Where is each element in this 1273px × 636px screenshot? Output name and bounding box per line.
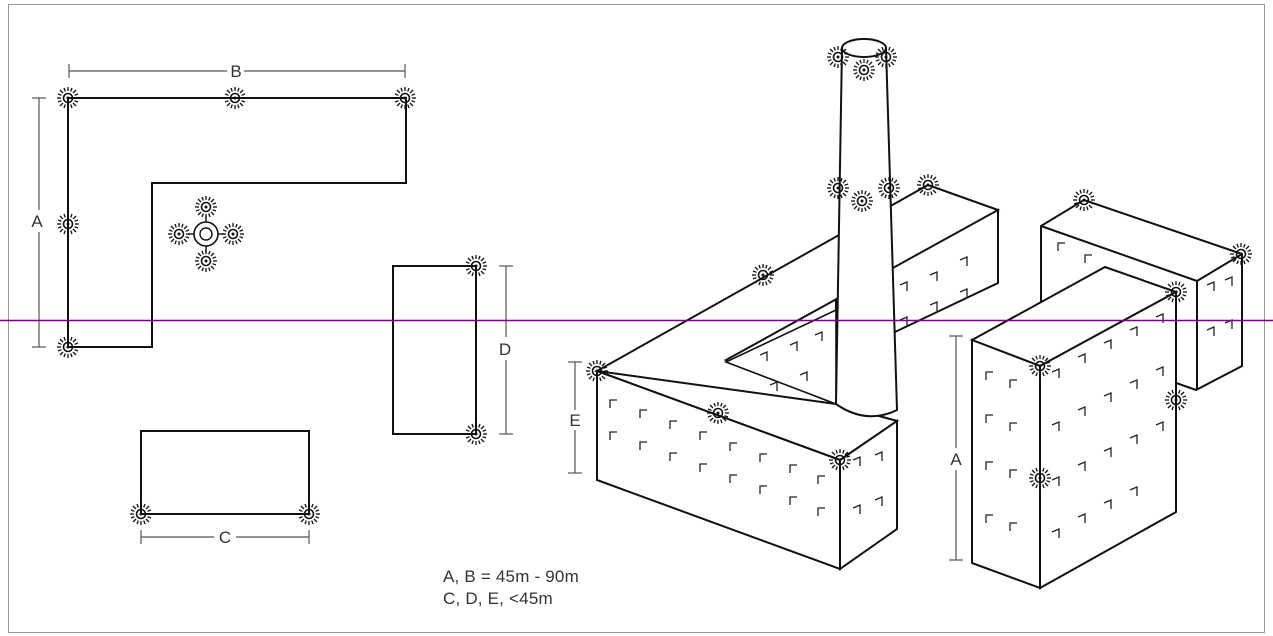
- dimension-label-d: D: [499, 340, 511, 359]
- obstruction-light-icon: [826, 45, 850, 69]
- obstruction-light-icon: [1028, 466, 1052, 490]
- obstruction-light-icon: [464, 254, 488, 278]
- dimension-a-iso: A: [949, 335, 963, 561]
- obstruction-light-icon: [1164, 280, 1188, 304]
- dimension-a-plan: A: [31, 97, 46, 348]
- obstruction-light-icon: [1229, 242, 1253, 266]
- obstruction-light-icon: [223, 86, 247, 110]
- rectangle-building-plan-d: [392, 254, 488, 446]
- chimney: [826, 38, 901, 418]
- obstruction-light-icon: [194, 195, 218, 219]
- obstruction-light-icon: [850, 189, 874, 213]
- obstruction-light-icon: [129, 502, 153, 526]
- obstruction-light-icon: [393, 86, 417, 110]
- obstruction-light-icon: [221, 222, 245, 246]
- diagram-border: [8, 4, 1265, 633]
- obstruction-light-icon: [56, 212, 80, 236]
- obstruction-light-icon: [916, 173, 940, 197]
- dimension-label-a-iso: A: [950, 450, 962, 469]
- obstruction-light-icon: [1028, 354, 1052, 378]
- legend-line-1: A, B = 45m - 90m: [443, 567, 579, 586]
- obstruction-light-icon: [585, 359, 609, 383]
- obstruction-light-icon: [826, 176, 850, 200]
- obstruction-light-icon: [56, 335, 80, 359]
- obstruction-light-icon: [706, 401, 730, 425]
- obstruction-light-icon: [1072, 188, 1096, 212]
- dimension-legend: A, B = 45m - 90m C, D, E, <45m: [443, 566, 579, 610]
- l-shaped-building-plan: [56, 86, 417, 359]
- obstruction-light-icon: [56, 86, 80, 110]
- dimension-d: D: [499, 265, 513, 435]
- obstruction-light-icon: [874, 45, 898, 69]
- obstruction-light-icon: [828, 448, 852, 472]
- dimension-b: B: [68, 62, 406, 81]
- dimension-label-c: C: [219, 528, 231, 547]
- obstruction-light-icon: [877, 176, 901, 200]
- legend-line-2: C, D, E, <45m: [443, 589, 553, 608]
- obstruction-light-icon: [464, 422, 488, 446]
- isometric-tall-block: [969, 265, 1188, 590]
- lamp-cluster: [167, 195, 245, 273]
- obstruction-light-icon: [194, 249, 218, 273]
- dimension-label-b: B: [230, 62, 241, 81]
- obstruction-light-icon: [1164, 388, 1188, 412]
- isometric-l-building: [585, 173, 1001, 571]
- dimension-label-e: E: [569, 411, 580, 430]
- dimension-c: C: [140, 528, 310, 547]
- obstruction-light-icon: [751, 263, 775, 287]
- dimension-label-a-plan: A: [31, 212, 43, 231]
- dimension-e: E: [568, 361, 582, 474]
- obstruction-light-icon: [297, 502, 321, 526]
- rectangle-building-plan-c: [129, 430, 321, 526]
- obstruction-light-icon: [167, 222, 191, 246]
- obstruction-light-icon: [852, 58, 876, 82]
